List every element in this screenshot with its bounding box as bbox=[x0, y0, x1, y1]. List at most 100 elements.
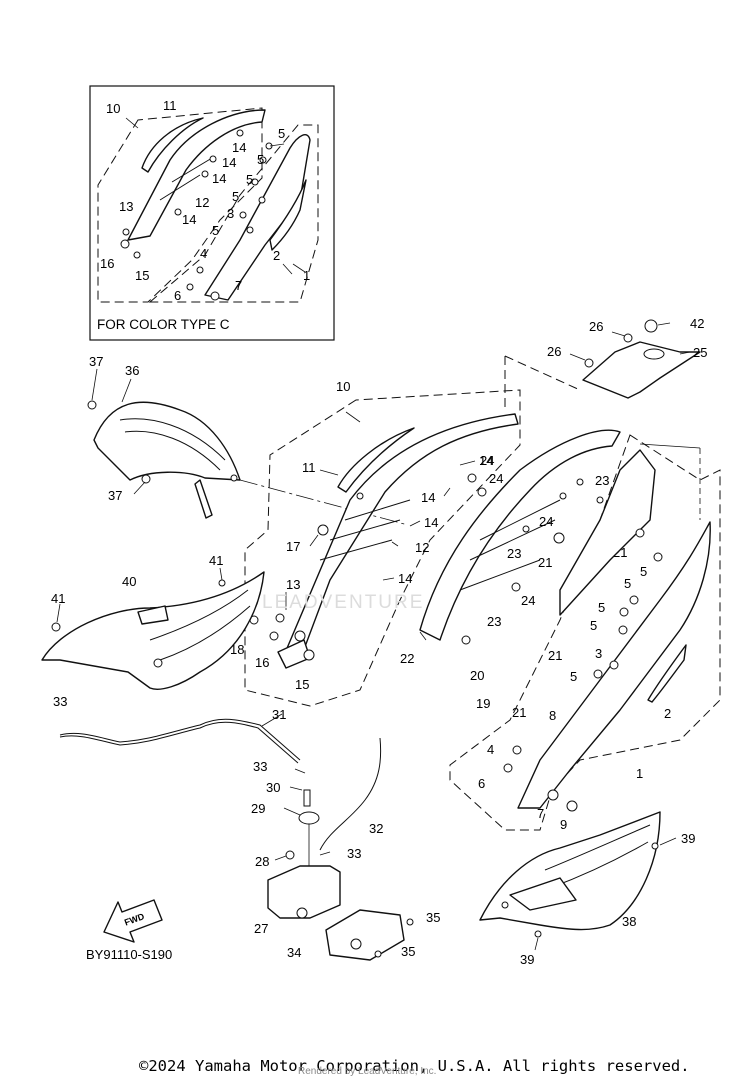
callout-21: 21 bbox=[548, 648, 562, 663]
inset-frame bbox=[89, 85, 335, 341]
group-1-outline bbox=[449, 434, 721, 831]
callout-5: 5 bbox=[590, 618, 597, 633]
callout-12: 12 bbox=[415, 540, 429, 555]
inset-callout-14: 14 bbox=[182, 212, 196, 227]
callout-31: 31 bbox=[272, 707, 286, 722]
rendered-by-watermark: Rendered by LeadVenture, Inc. bbox=[298, 1066, 437, 1077]
inset-callout-5: 5 bbox=[212, 223, 219, 238]
callout-13: 13 bbox=[286, 577, 300, 592]
callout-21: 21 bbox=[538, 555, 552, 570]
callout-37: 37 bbox=[89, 354, 103, 369]
callout-3: 3 bbox=[595, 646, 602, 661]
callout-5: 5 bbox=[598, 600, 605, 615]
callout-7: 7 bbox=[537, 806, 544, 821]
callout-35: 35 bbox=[426, 910, 440, 925]
part-2-strip bbox=[647, 644, 687, 703]
part-22-inner-frame: 24 24 24 24 23 23 23 20 20 21 21 21 21 2… bbox=[400, 429, 627, 723]
callout-29: 29 bbox=[251, 801, 265, 816]
callout-14: 14 bbox=[398, 571, 412, 586]
inset-callout-14: 14 bbox=[232, 140, 246, 155]
part-38-side-cover: 39 38 39 bbox=[479, 811, 695, 967]
inset-callout-5: 5 bbox=[278, 126, 285, 141]
inset-color-type-c: 10 11 14 14 14 14 5 5 5 5 5 12 13 3 16 1… bbox=[89, 85, 335, 341]
part-40-ribs bbox=[149, 589, 251, 661]
group-1: 5 5 5 5 5 3 2 1 4 6 7 9 bbox=[449, 434, 721, 832]
inset-part-10 bbox=[127, 109, 266, 241]
callout-16: 16 bbox=[255, 655, 269, 670]
callout-24: 24 bbox=[489, 471, 503, 486]
inset-caption: FOR COLOR TYPE C bbox=[97, 317, 230, 332]
callout-22: 22 bbox=[400, 651, 414, 666]
inset-callout-14: 14 bbox=[222, 155, 236, 170]
inset-callout-11: 11 bbox=[163, 98, 177, 113]
callout-2: 2 bbox=[664, 706, 671, 721]
part-10-ribs bbox=[319, 499, 411, 561]
callout-30: 30 bbox=[266, 780, 280, 795]
callout-39: 39 bbox=[681, 831, 695, 846]
inset-callout-4: 4 bbox=[200, 246, 207, 261]
part-22-body bbox=[419, 429, 621, 641]
part-34-canister bbox=[325, 909, 405, 961]
callout-6: 6 bbox=[478, 776, 485, 791]
part-40-notch bbox=[137, 605, 169, 625]
group-10-outline bbox=[244, 389, 521, 707]
callout-36: 36 bbox=[125, 363, 139, 378]
callout-37: 37 bbox=[108, 488, 122, 503]
inset-callout-15: 15 bbox=[135, 268, 149, 283]
callout-17: 17 bbox=[286, 539, 300, 554]
callout-32: 32 bbox=[369, 821, 383, 836]
part-31-hose bbox=[59, 718, 301, 761]
inset-callout-7: 7 bbox=[235, 278, 242, 293]
callout-27: 27 bbox=[254, 921, 268, 936]
callout-34: 34 bbox=[287, 945, 301, 960]
callout-18: 18 bbox=[230, 642, 244, 657]
inset-part-2-strip bbox=[269, 179, 307, 251]
inset-callout-1: 1 bbox=[303, 268, 310, 283]
part-25-bracket: 26 42 26 25 bbox=[504, 316, 707, 412]
inset-part-10-ribs bbox=[159, 157, 213, 201]
part-10-frame bbox=[281, 413, 519, 661]
callout-41: 41 bbox=[51, 591, 65, 606]
inset-callout-3: 3 bbox=[227, 206, 234, 221]
callout-10: 10 bbox=[336, 379, 350, 394]
part-40-body bbox=[41, 571, 265, 690]
part-36-tab bbox=[194, 479, 213, 519]
part-30-fitting bbox=[303, 789, 311, 807]
inset-callout-14: 14 bbox=[212, 171, 226, 186]
inset-group-1 bbox=[148, 124, 319, 303]
callout-4: 4 bbox=[487, 742, 494, 757]
callout-5: 5 bbox=[570, 669, 577, 684]
diagram-reference-code: BY91110-S190 bbox=[86, 947, 173, 962]
part-32-hose bbox=[319, 737, 382, 851]
part-25-guide bbox=[504, 355, 581, 412]
part-11-trim bbox=[337, 427, 415, 493]
part-27-tank bbox=[267, 865, 341, 919]
watermark-logo: LEADVENTURE bbox=[262, 592, 425, 613]
callout-15: 15 bbox=[295, 677, 309, 692]
part-29-grommet bbox=[298, 811, 320, 825]
inset-callout-10: 10 bbox=[106, 101, 120, 116]
callout-25: 25 bbox=[693, 345, 707, 360]
inset-callout-5: 5 bbox=[257, 152, 264, 167]
callout-23: 23 bbox=[507, 546, 521, 561]
callout-40: 40 bbox=[122, 574, 136, 589]
inset-callout-16: 16 bbox=[100, 256, 114, 271]
callout-23: 23 bbox=[487, 614, 501, 629]
inset-callout-13: 13 bbox=[119, 199, 133, 214]
callout-39: 39 bbox=[520, 952, 534, 967]
callout-33: 33 bbox=[253, 759, 267, 774]
callout-14: 14 bbox=[421, 490, 435, 505]
group-10: 10 11 14 14 14 14 17 12 13 16 15 18 bbox=[230, 379, 521, 707]
callout-11: 11 bbox=[302, 460, 316, 475]
part-40-side-cover: 41 41 40 bbox=[41, 553, 265, 690]
callout-20: 20 bbox=[470, 668, 484, 683]
callout-26: 26 bbox=[547, 344, 561, 359]
inset-callout-12: 12 bbox=[195, 195, 209, 210]
callout-28: 28 bbox=[255, 854, 269, 869]
inset-callout-5: 5 bbox=[232, 189, 239, 204]
copyright-notice: ©2024 Yamaha Motor Corporation, U.S.A. A… bbox=[139, 1057, 690, 1075]
callout-33: 33 bbox=[347, 846, 361, 861]
part-31-hose-edge bbox=[59, 721, 299, 764]
part-25-body bbox=[582, 341, 701, 399]
